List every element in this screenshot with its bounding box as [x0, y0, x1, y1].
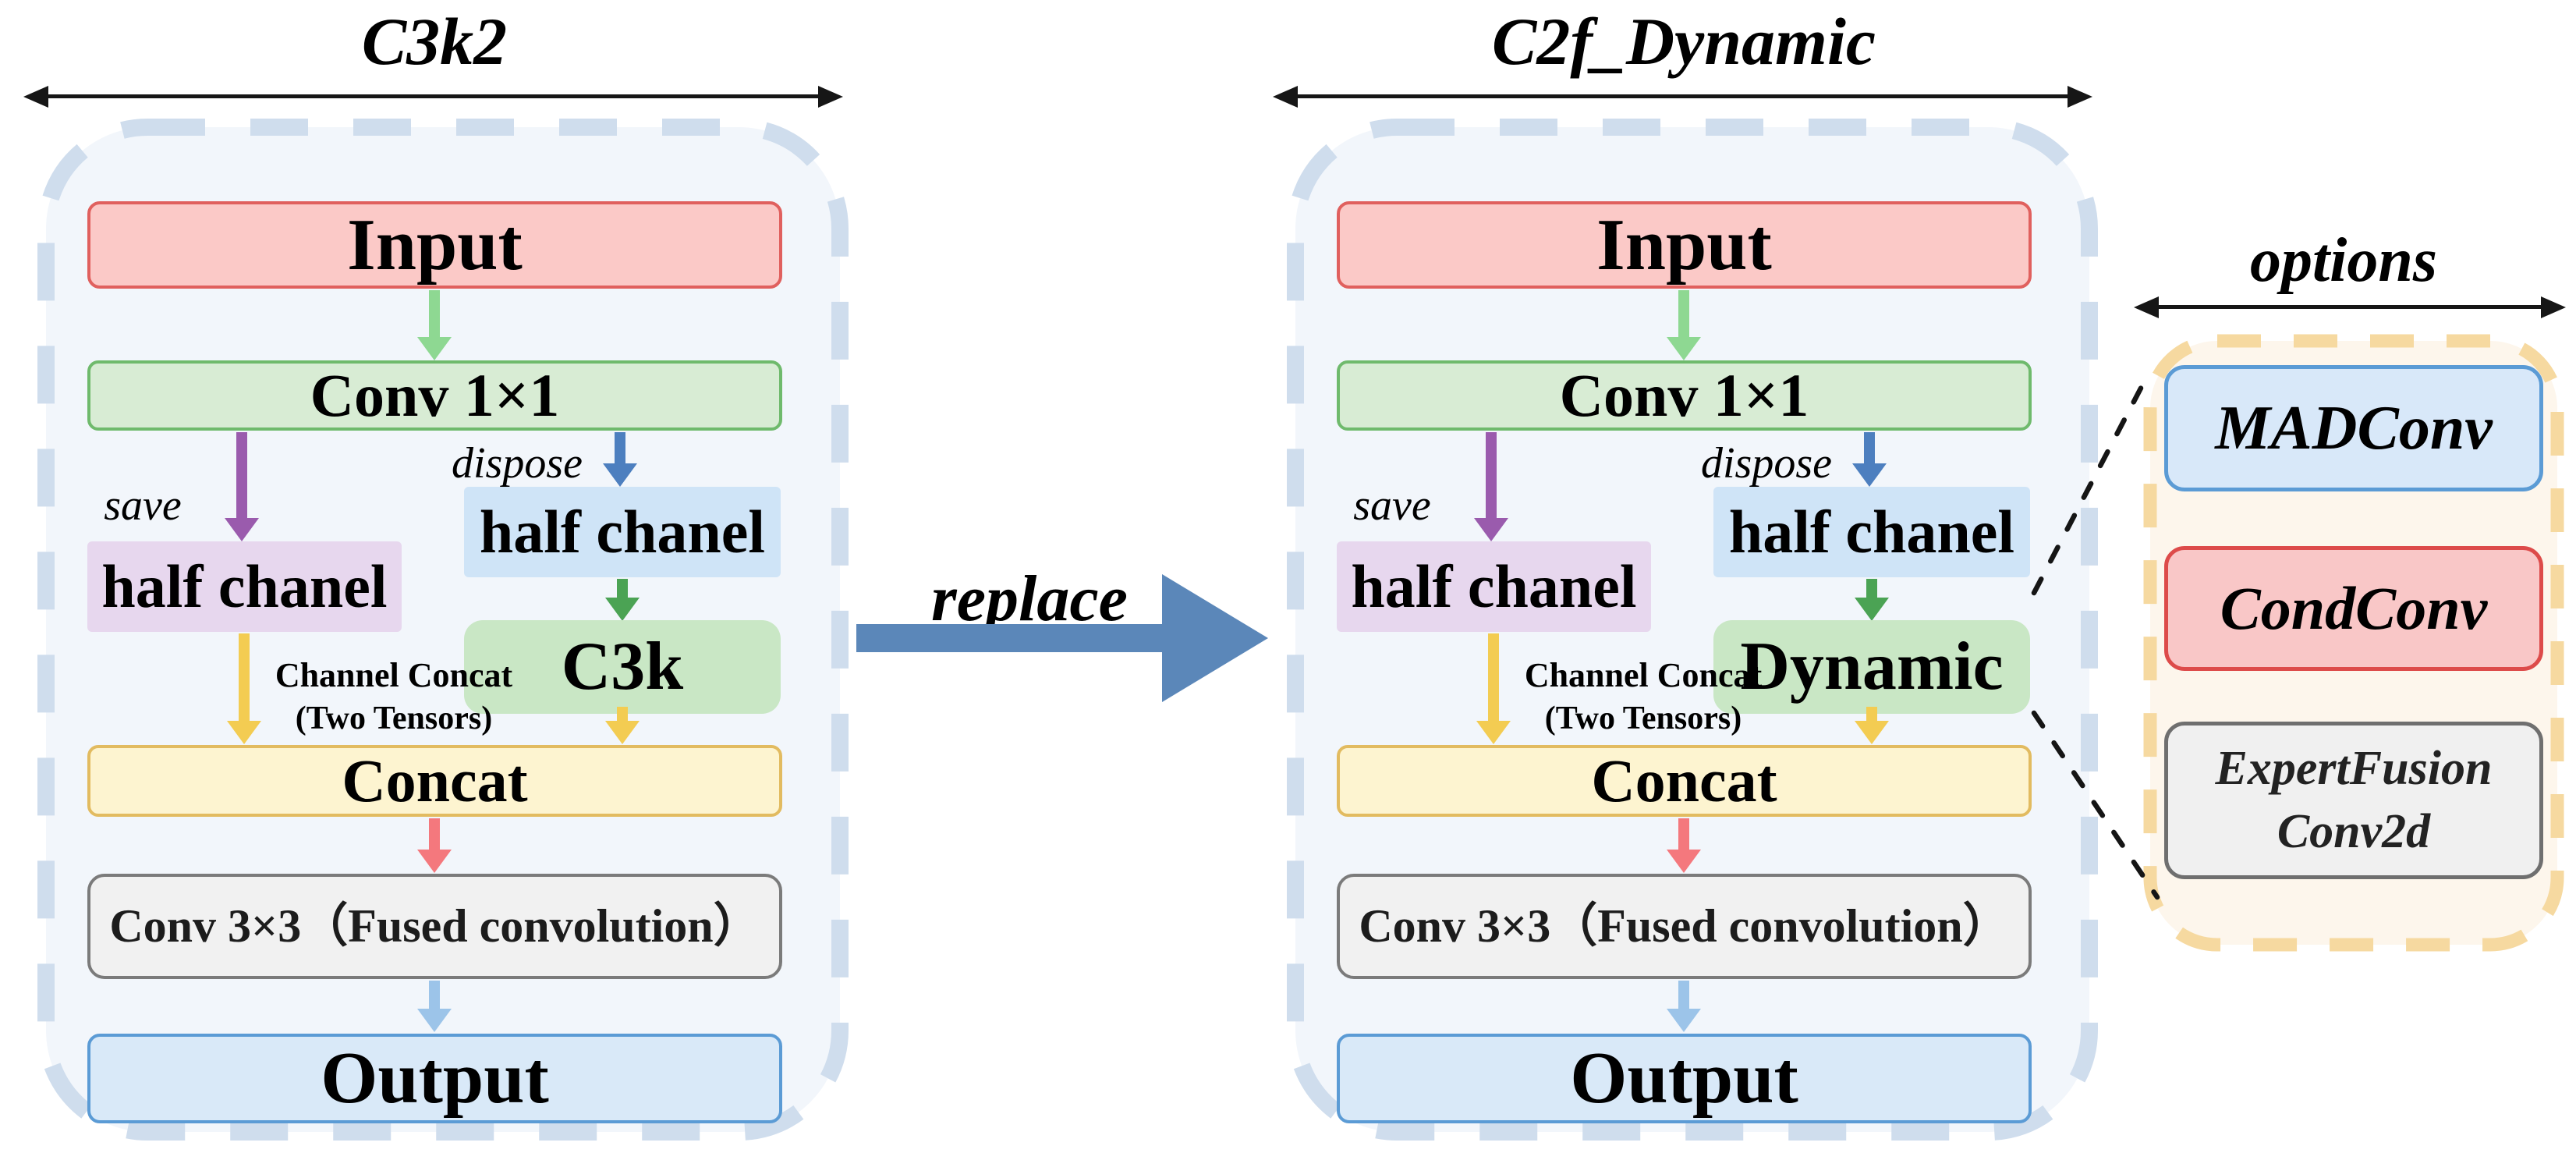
- c3k2-c3k-to-concat-arrow-icon: [605, 707, 640, 744]
- c2f-conv3x3-node: Conv 3×3（Fused convolution）: [1337, 874, 2032, 979]
- options-span-arrow-icon: [2156, 305, 2544, 309]
- c3k2-conv3-output-arrow-icon: [417, 981, 452, 1032]
- c3k2-dispose-arrow-icon: [603, 432, 637, 487]
- c3k2-concat-node: Concat: [87, 745, 782, 817]
- c3k2-span-arrow-icon: [45, 94, 821, 98]
- c3k2-half-to-c3k-arrow-icon: [605, 579, 640, 621]
- c2f-half-channel-save-node: half chanel: [1337, 541, 1651, 632]
- c2f-conv1x1-node: Conv 1×1: [1337, 360, 2032, 431]
- c3k2-save-arrow-icon: [225, 432, 259, 541]
- replace-arrow-icon: [856, 624, 1162, 652]
- c2f-dynamic-node: Dynamic: [1713, 620, 2030, 714]
- c2f-half-to-dynamic-arrow-icon: [1855, 579, 1889, 621]
- option-madconv: MADConv: [2164, 365, 2543, 491]
- c2f-input-node: Input: [1337, 201, 2032, 289]
- c2f-dynamic-panel: C2f_Dynamic Input Conv 1×1 save dispose …: [1249, 0, 2119, 1153]
- c2f-dispose-arrow-icon: [1852, 432, 1887, 487]
- option-expertfusion: ExpertFusion Conv2d: [2164, 722, 2543, 879]
- c3k2-output-node: Output: [87, 1034, 782, 1123]
- c2f-save-arrow-icon: [1474, 432, 1508, 541]
- c3k2-panel: C3k2 Input Conv 1×1 save dispose half ch…: [0, 0, 870, 1153]
- c2f-concat-conv3-arrow-icon: [1667, 818, 1701, 873]
- c2f-output-node: Output: [1337, 1034, 2032, 1123]
- c3k2-half-channel-dispose-node: half chanel: [464, 487, 781, 577]
- option-expertfusion-line1: ExpertFusion: [2215, 742, 2493, 796]
- options-title: options: [2249, 226, 2438, 295]
- c3k2-input-conv-arrow-icon: [417, 290, 452, 360]
- replace-label: replace: [931, 562, 1128, 635]
- c2f-save-to-concat-arrow-icon: [1476, 633, 1511, 744]
- c2f-input-conv-arrow-icon: [1667, 290, 1701, 360]
- c2f-span-arrow-icon: [1295, 94, 2071, 98]
- c2f-channel-concat-note-line1: Channel Concat: [1524, 656, 1763, 694]
- c3k2-save-to-concat-arrow-icon: [227, 633, 261, 744]
- c3k2-title: C3k2: [361, 4, 508, 79]
- c3k2-half-channel-save-node: half chanel: [87, 541, 402, 632]
- c3k2-channel-concat-note-line1: Channel Concat: [275, 656, 513, 694]
- c3k2-input-node: Input: [87, 201, 782, 289]
- option-condconv: CondConv: [2164, 546, 2543, 671]
- c3k2-conv3x3-node: Conv 3×3（Fused convolution）: [87, 874, 782, 979]
- c2f-concat-node: Concat: [1337, 745, 2032, 817]
- c3k2-conv1x1-node: Conv 1×1: [87, 360, 782, 431]
- c2f-conv3-output-arrow-icon: [1667, 981, 1701, 1032]
- c3k2-save-label: save: [104, 481, 182, 530]
- c2f-half-channel-dispose-node: half chanel: [1713, 487, 2030, 577]
- c3k2-concat-conv3-arrow-icon: [417, 818, 452, 873]
- c3k2-dispose-label: dispose: [452, 439, 583, 488]
- c2f-channel-concat-note-line2: (Two Tensors): [1544, 701, 1742, 736]
- c3k2-channel-concat-note-line2: (Two Tensors): [295, 701, 493, 736]
- c2f-dynamic-to-concat-arrow-icon: [1855, 707, 1889, 744]
- c2f-save-label: save: [1353, 481, 1431, 530]
- c2f-title: C2f_Dynamic: [1491, 4, 1876, 79]
- c2f-dispose-label: dispose: [1701, 439, 1832, 488]
- option-expertfusion-line2: Conv2d: [2277, 805, 2431, 858]
- c3k2-c3k-node: C3k: [464, 620, 781, 714]
